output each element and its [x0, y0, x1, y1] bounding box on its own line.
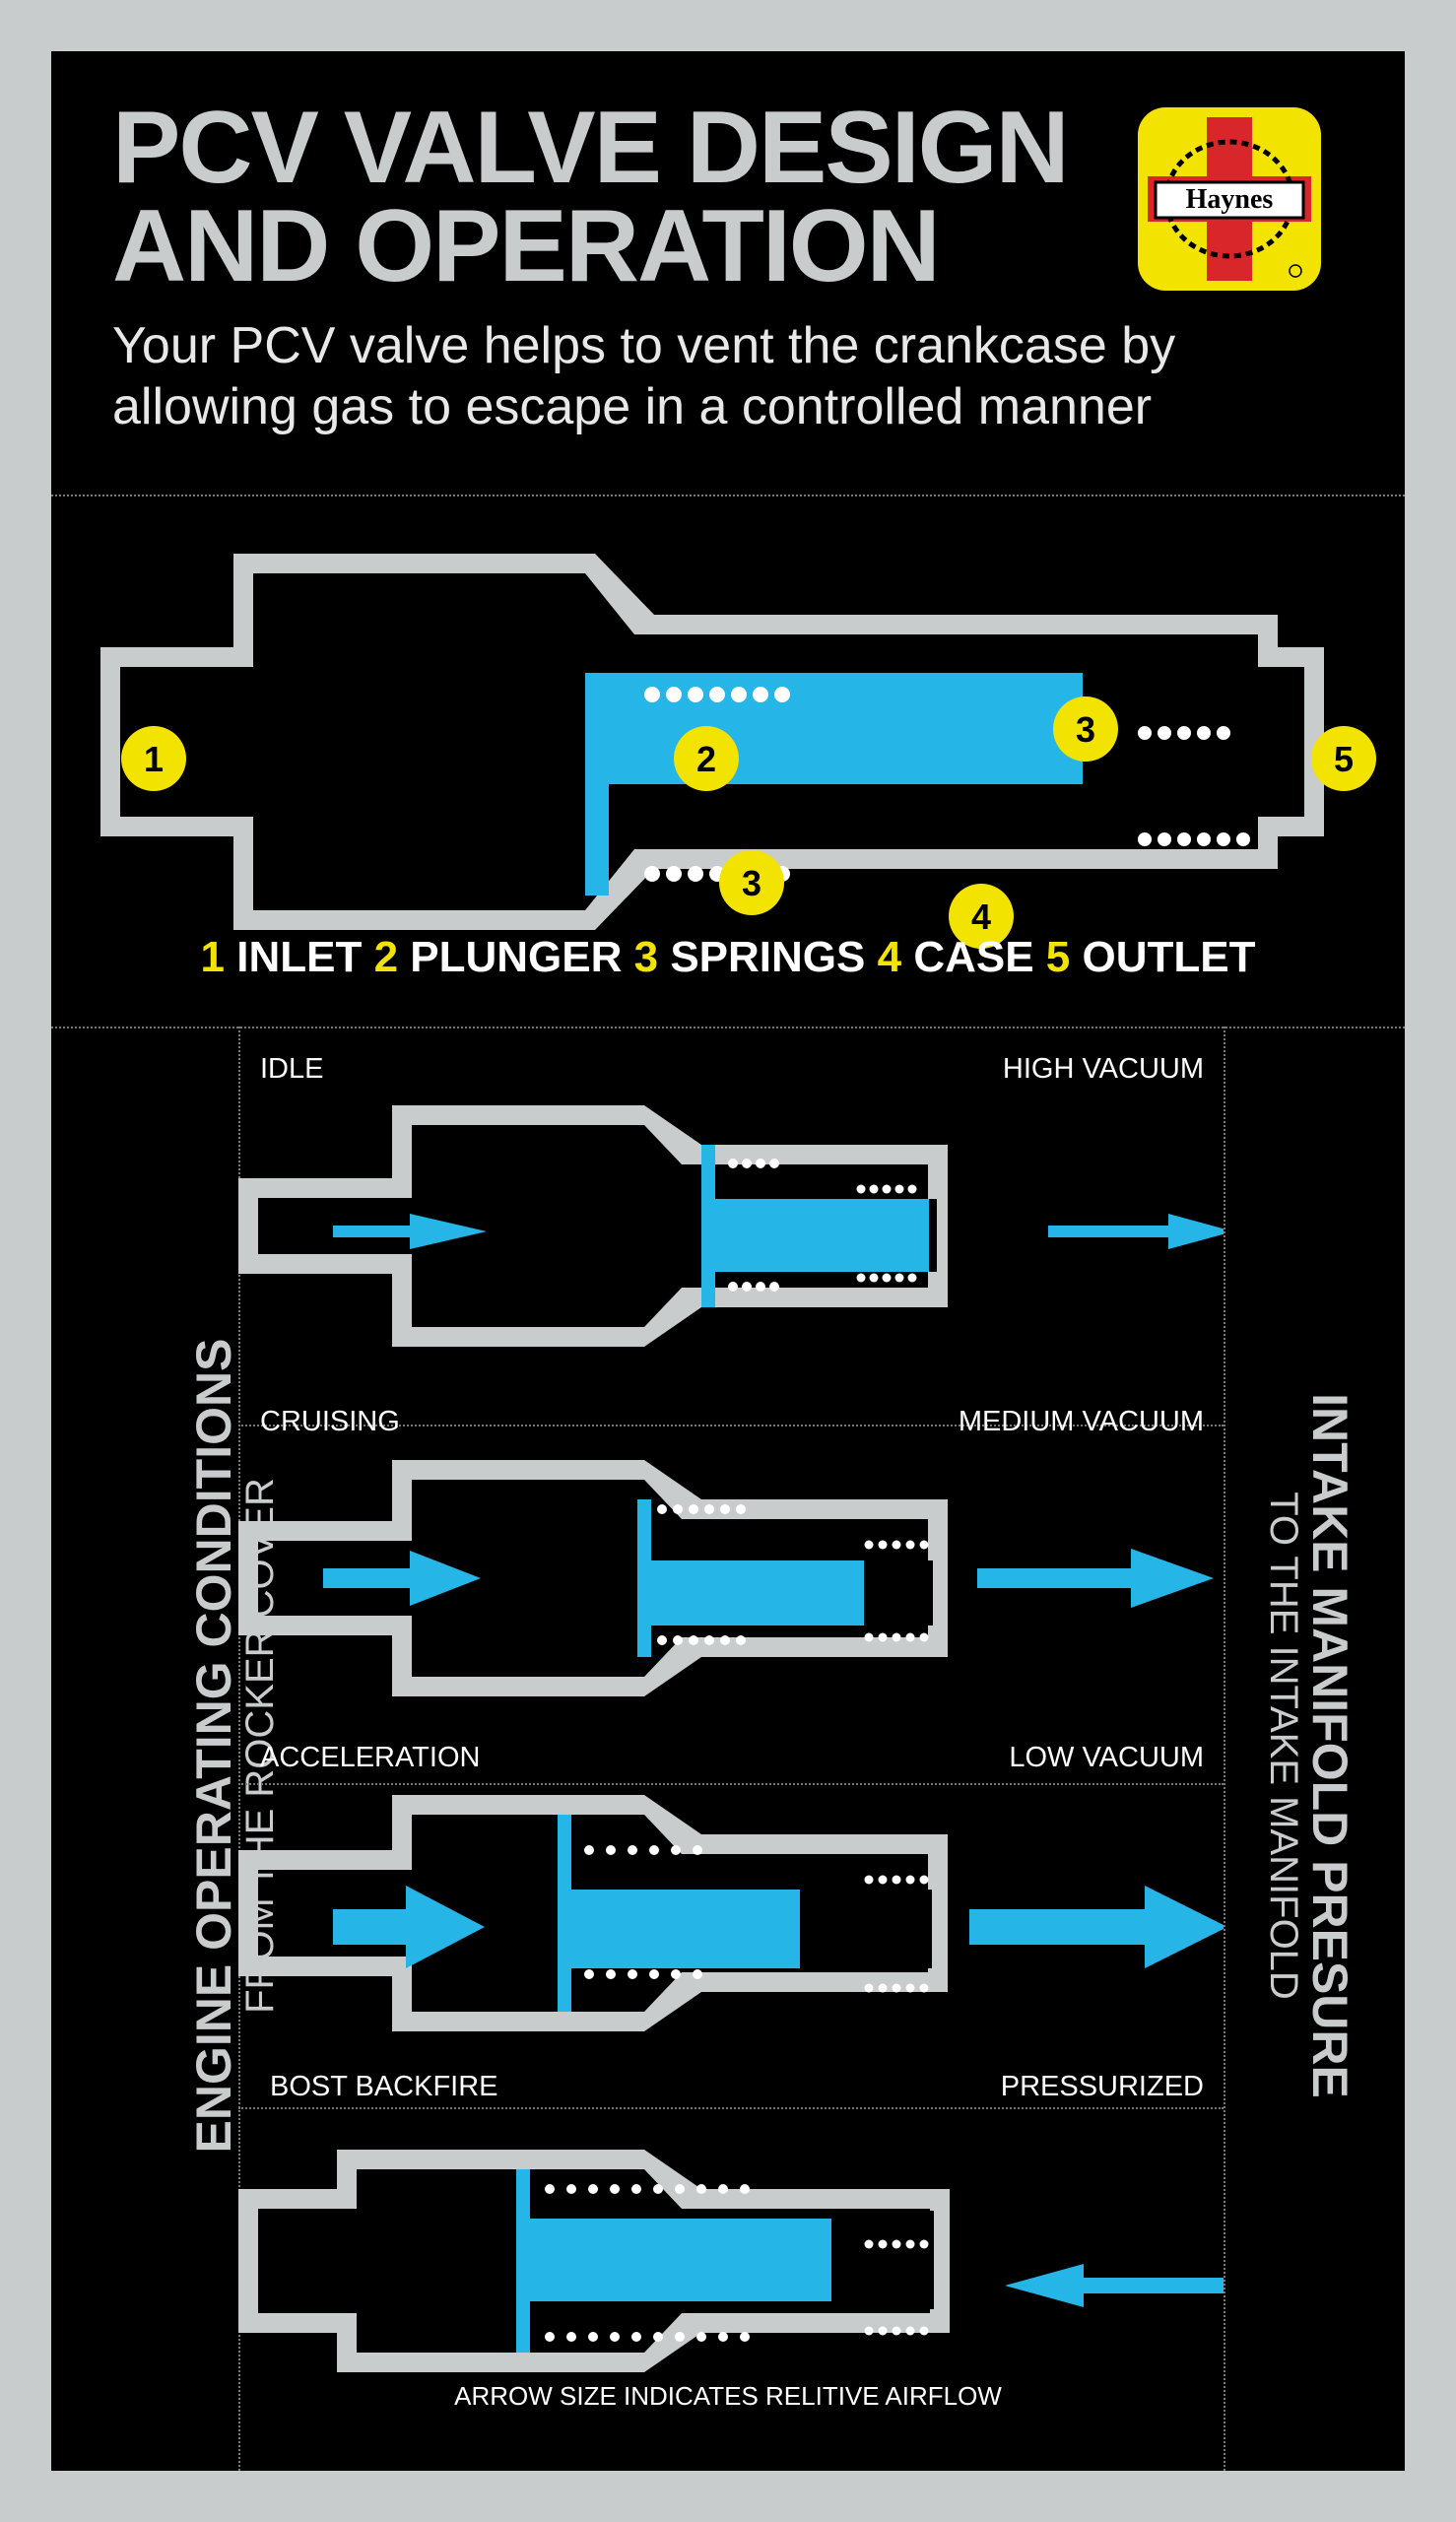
- subtitle-line-2: allowing gas to escape in a controlled m…: [112, 378, 1153, 435]
- legend: 1 INLET 2 PLUNGER 3 SPRINGS 4 CASE 5 OUT…: [51, 933, 1405, 982]
- haynes-logo: Haynes: [1138, 107, 1321, 291]
- engine-conditions-title: ENGINE OPERATING CONDITIONS: [186, 1338, 241, 2154]
- panel-acceleration-vacuum: LOW VACUUM: [1009, 1742, 1204, 1773]
- pcv-valve-diagram: 1 2 3 3 4 5: [100, 554, 1376, 949]
- intake-pressure-subtitle: TO THE INTAKE MANIFOLD: [1262, 1492, 1305, 2000]
- spring-coil: [774, 687, 790, 702]
- callout-number: 1: [144, 739, 164, 779]
- spring-coil: [1158, 726, 1171, 740]
- backfire-plunger: [516, 2219, 831, 2301]
- callout-circle: [121, 726, 186, 791]
- callouts: 1 2 3 3 4 5: [121, 697, 1376, 949]
- divider-panel-3: [238, 2107, 1224, 2109]
- panel-acceleration-diagram: [238, 1795, 1224, 2031]
- spring-coil: [688, 866, 703, 882]
- divider-mid: [51, 1027, 1405, 1029]
- panel-cruising-diagram: [238, 1460, 1214, 1696]
- divider-panel-2: [238, 1783, 1224, 1785]
- callout-number: 5: [1334, 739, 1354, 779]
- legend-label: SPRINGS: [658, 933, 878, 981]
- panel-idle-diagram: [238, 1105, 1224, 1347]
- spring-coil: [688, 687, 703, 702]
- idle-airflow-arrows: [333, 1214, 1224, 1249]
- panel-backfire-condition: BOST BACKFIRE: [270, 2071, 498, 2102]
- panel-idle-vacuum: HIGH VACUUM: [1002, 1053, 1204, 1085]
- spring-coil: [1138, 832, 1152, 846]
- spring-coil: [1217, 832, 1230, 846]
- callout-circle: [719, 850, 784, 915]
- panel-backfire-diagram: [238, 2150, 1224, 2372]
- acceleration-plunger: [558, 1890, 800, 1968]
- spring-coil: [1197, 832, 1211, 846]
- callout-number: 2: [696, 739, 716, 779]
- intake-pressure-label: INTAKE MANIFOLD PRESURE TO THE INTAKE MA…: [1262, 1155, 1357, 2337]
- spring-coil: [1217, 726, 1230, 740]
- callout-number: 4: [971, 896, 991, 937]
- idle-plunger: [707, 1199, 929, 1272]
- spring-coil: [1236, 832, 1250, 846]
- acceleration-airflow-arrows: [333, 1886, 1224, 1968]
- intake-pressure-title: INTAKE MANIFOLD PRESURE: [1302, 1393, 1357, 2098]
- cruising-plunger: [637, 1560, 864, 1626]
- spring-coil: [709, 687, 725, 702]
- legend-label: CASE: [901, 933, 1046, 981]
- page-title: PCV VALVE DESIGN AND OPERATION: [112, 91, 1097, 303]
- legend-number: 1: [200, 933, 225, 981]
- spring-coil: [1177, 832, 1191, 846]
- legend-label: INLET: [225, 933, 374, 981]
- infographic-poster: PCV VALVE DESIGN AND OPERATION Your PCV …: [51, 51, 1405, 2471]
- callout-number: 3: [742, 863, 761, 903]
- panel-backfire-vacuum: PRESSURIZED: [1000, 2071, 1204, 2102]
- panel-idle-condition: IDLE: [260, 1053, 324, 1085]
- callout-circle: [949, 884, 1014, 949]
- legend-number: 5: [1045, 933, 1071, 981]
- divider-right: [1224, 1027, 1225, 2471]
- legend-number: 4: [877, 933, 902, 981]
- legend-number: 2: [373, 933, 399, 981]
- spring-coil: [753, 687, 768, 702]
- spring-coil: [644, 866, 660, 882]
- subtitle: Your PCV valve helps to vent the crankca…: [112, 315, 1294, 437]
- footnote: ARROW SIZE INDICATES RELITIVE AIRFLOW: [454, 2381, 1002, 2411]
- callout-circle: [674, 726, 739, 791]
- spring-coil: [1158, 832, 1171, 846]
- callout-circle: [1053, 697, 1118, 762]
- spring-coil: [731, 687, 747, 702]
- spring-coil: [666, 687, 682, 702]
- panel-cruising-condition: CRUISING: [260, 1406, 400, 1437]
- divider-top: [51, 495, 1405, 497]
- divider-left: [238, 1027, 240, 2471]
- divider-panel-1: [238, 1425, 1224, 1427]
- cruising-airflow-arrows: [323, 1549, 1214, 1608]
- spring-coil: [1138, 726, 1152, 740]
- callout-circle: [1311, 726, 1376, 791]
- spring-coil: [1197, 726, 1211, 740]
- subtitle-line-1: Your PCV valve helps to vent the crankca…: [112, 317, 1176, 374]
- valve-case: [100, 554, 1324, 930]
- spring-coil: [1177, 726, 1191, 740]
- backfire-airflow-arrow: [1005, 2264, 1224, 2307]
- spring-coil: [666, 866, 682, 882]
- legend-label: PLUNGER: [398, 933, 634, 981]
- legend-number: 3: [633, 933, 659, 981]
- panel-acceleration-condition: ACCELERATION: [260, 1742, 481, 1773]
- plunger-body: [585, 673, 1083, 784]
- callout-number: 3: [1076, 709, 1095, 750]
- case-wall: [100, 554, 1324, 930]
- panel-cruising-vacuum: MEDIUM VACUUM: [958, 1406, 1204, 1437]
- title-line-1: PCV VALVE DESIGN: [112, 91, 1070, 205]
- spring-coil: [644, 687, 660, 702]
- legend-label: OUTLET: [1070, 933, 1256, 981]
- title-line-2: AND OPERATION: [112, 189, 941, 303]
- logo-wordmark: Haynes: [1186, 184, 1274, 215]
